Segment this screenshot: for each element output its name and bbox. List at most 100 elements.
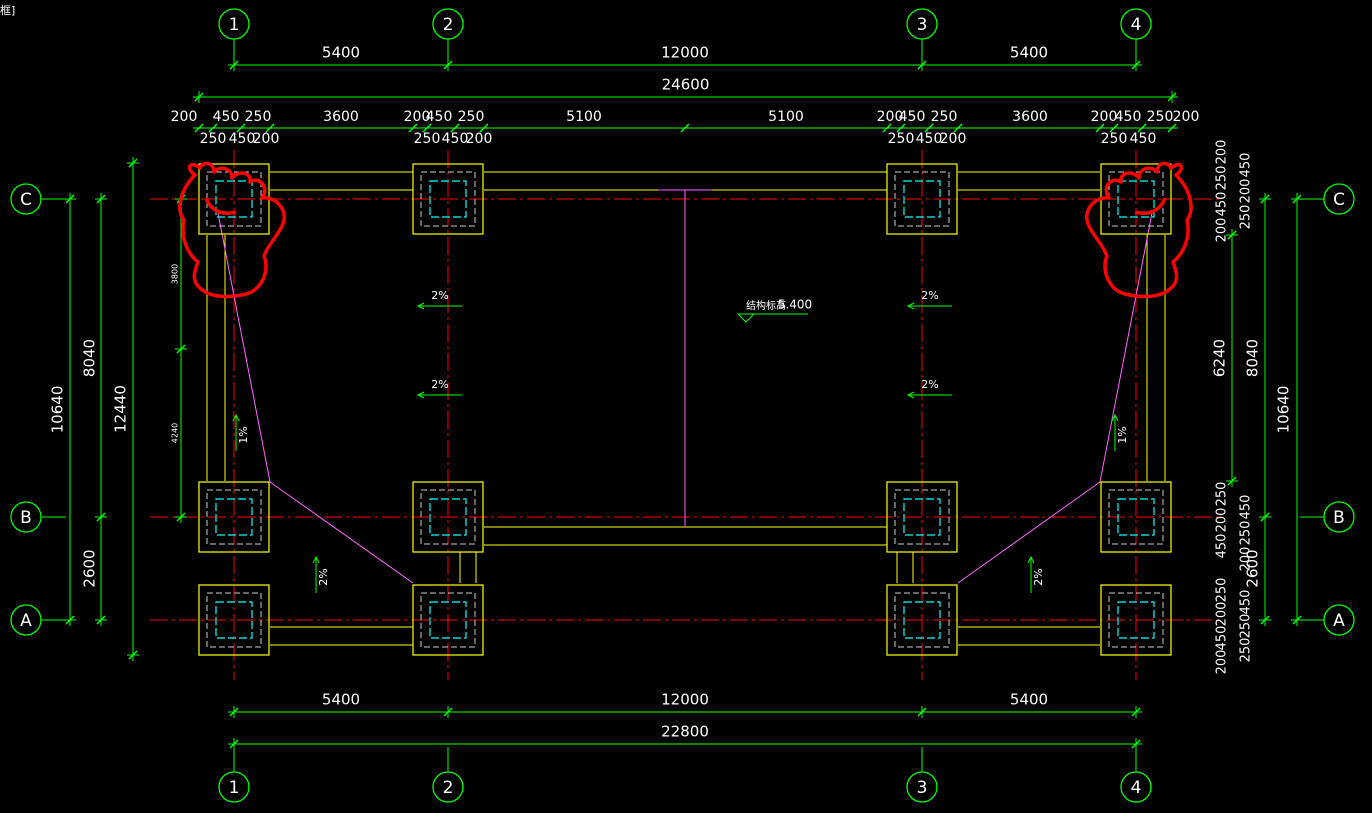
dim-top-detail-label-b: 250	[888, 131, 915, 147]
axis-bubble-left-A-label: A	[20, 611, 32, 631]
slope-arrowhead	[1027, 555, 1035, 564]
dim-right-b-stack: 450	[1215, 534, 1230, 559]
dim-top-detail-label: 250	[245, 109, 272, 125]
markup-cloud-left	[178, 161, 286, 299]
dim-right-b-stack: 200	[1215, 508, 1230, 533]
dim-top-detail-label-b: 450	[229, 131, 256, 147]
dim-top-detail-label: 200	[404, 109, 431, 125]
slope-label: 2%	[921, 378, 938, 391]
slope-label: 1%	[1116, 426, 1129, 443]
dim-top-detail-tick	[265, 123, 275, 133]
dim-left-outer-label: 10640	[49, 386, 67, 434]
dim-top-detail-tick	[408, 123, 418, 133]
dim-left-axes-label: 8040	[81, 339, 99, 377]
elevation-value: 5.400	[778, 298, 812, 312]
slope-arrowhead	[416, 391, 425, 399]
dim-right-top-stack: 200	[1215, 218, 1230, 243]
axis-bubble-right-C-label: C	[1333, 190, 1345, 210]
slope-label: 2%	[921, 289, 938, 302]
axis-bubble-right-A-label: A	[1333, 611, 1345, 631]
dim-right-top-stack: 200	[1239, 179, 1254, 204]
dim-top-detail-label: 200	[171, 109, 198, 125]
dim-top-detail-label: 250	[1147, 109, 1174, 125]
dim-right-b-stack: 200	[1239, 547, 1254, 572]
dim-top-detail-tick	[450, 123, 460, 133]
column-footing	[412, 163, 484, 235]
axis-bubble-bottom-4: 4	[1120, 771, 1152, 803]
column-footing	[1100, 481, 1172, 553]
axis-bubble-bottom-1-label: 1	[229, 778, 240, 798]
dim-top-detail-label: 450	[1115, 109, 1142, 125]
axis-bubble-left-B: B	[10, 501, 42, 533]
dim-top-detail-tick	[422, 123, 432, 133]
axis-bubble-right-C: C	[1323, 183, 1355, 215]
dim-left-axes-label: 2600	[81, 549, 99, 587]
dim-top-detail-label-b: 200	[466, 131, 493, 147]
axis-bubble-bottom-4-label: 4	[1131, 778, 1142, 798]
dim-top-detail-label-b: 200	[940, 131, 967, 147]
dim-top-detail-tick	[1109, 123, 1119, 133]
column-footing	[198, 481, 270, 553]
slope-label: 2%	[431, 289, 448, 302]
axis-bubble-top-3: 3	[906, 8, 938, 40]
dim-bottom-total-label: 22800	[661, 723, 709, 741]
dim-right-b-stack: 450	[1239, 495, 1254, 520]
slope-arrowhead	[906, 302, 915, 310]
axis-bubble-left-B-label: B	[20, 508, 32, 528]
dim-bottom-axes-label: 5400	[1010, 691, 1048, 709]
dim-right-mid-label: 6240	[1211, 339, 1229, 377]
dim-top-detail-tick	[882, 123, 892, 133]
column-footing	[886, 163, 958, 235]
dim-top-detail-label: 200	[877, 109, 904, 125]
column-footing	[886, 584, 958, 656]
dim-top-detail-label: 250	[458, 109, 485, 125]
dim-right-a-stack: 450	[1215, 626, 1230, 651]
column-footing	[1100, 584, 1172, 656]
axis-bubble-top-4-label: 4	[1131, 15, 1142, 35]
axis-bubble-left-A: A	[10, 604, 42, 636]
axis-bubble-top-2: 2	[432, 8, 464, 40]
axis-bubble-right-B: B	[1323, 501, 1355, 533]
axis-bubble-bottom-3-label: 3	[917, 778, 928, 798]
dim-right-b-stack: 250	[1215, 482, 1230, 507]
markup-cloud-right	[1085, 161, 1193, 299]
dim-top-detail-tick	[1137, 123, 1147, 133]
elevation-triangle	[737, 313, 755, 323]
dim-right-top-stack: 250	[1239, 205, 1254, 230]
dim-top-detail-label: 250	[931, 109, 958, 125]
dim-top-detail-tick	[1095, 123, 1105, 133]
column-footing	[412, 584, 484, 656]
dim-right-top-stack: 450	[1215, 192, 1230, 217]
slope-arrowhead	[1111, 413, 1119, 422]
dim-top-detail-tick	[896, 123, 906, 133]
dim-right-a-stack: 200	[1215, 650, 1230, 675]
dim-right-b-stack: 250	[1239, 521, 1254, 546]
dim-top-detail-label: 450	[213, 109, 240, 125]
axis-bubble-top-2-label: 2	[443, 15, 454, 35]
axis-bubble-right-A: A	[1323, 604, 1355, 636]
dim-top-detail-tick	[953, 123, 963, 133]
dim-left-small-label: 4240	[171, 423, 180, 443]
column-footing	[886, 481, 958, 553]
slope-arrowhead	[312, 555, 320, 564]
diagonal-line-left	[217, 212, 414, 584]
axis-bubble-top-4: 4	[1120, 8, 1152, 40]
dim-top-detail-label-b: 250	[414, 131, 441, 147]
dim-bottom-axes-label: 12000	[661, 691, 709, 709]
slope-arrowhead	[416, 302, 425, 310]
dim-right-top-stack: 200	[1215, 140, 1230, 165]
axis-bubble-right-B-label: B	[1333, 508, 1345, 528]
dim-top-detail-label-b: 450	[442, 131, 469, 147]
dim-right-a-stack: 250	[1239, 614, 1254, 639]
dim-top-detail-tick	[208, 123, 218, 133]
dim-top-detail-tick	[924, 123, 934, 133]
dim-top-detail-label: 5100	[566, 109, 602, 125]
dim-left-small-label: 3800	[171, 264, 180, 284]
dim-left-total-label: 12440	[112, 385, 130, 433]
slope-arrowhead	[232, 413, 240, 422]
axis-bubble-left-C-label: C	[20, 190, 32, 210]
